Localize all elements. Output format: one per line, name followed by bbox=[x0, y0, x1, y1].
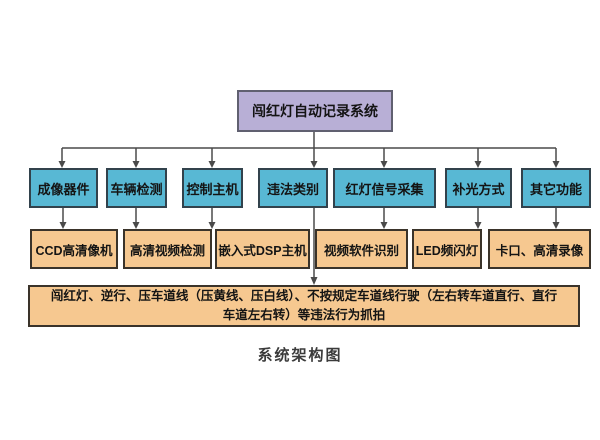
arrows-to-details bbox=[59, 208, 560, 229]
node-category-vehicle-detection: 车辆检测 bbox=[106, 168, 167, 208]
root-stem-line bbox=[62, 132, 556, 149]
node-root-system: 闯红灯自动记录系统 bbox=[237, 90, 393, 132]
node-category-fill-light: 补光方式 bbox=[445, 168, 512, 208]
violation-note-line1: 闯红灯、逆行、压车道线（压黄线、压白线）、不按规定车道线行驶（左右转车道直行、直… bbox=[50, 289, 558, 304]
node-detail-hd-video-detection: 高清视频检测 bbox=[123, 229, 212, 269]
node-detail-checkpoint-hd-recording: 卡口、高清录像 bbox=[488, 229, 591, 269]
node-category-violation-type: 违法类别 bbox=[258, 168, 328, 208]
node-category-control-host: 控制主机 bbox=[182, 168, 243, 208]
node-detail-video-software-recognition: 视频软件识别 bbox=[315, 229, 408, 269]
node-category-imaging-device: 成像器件 bbox=[29, 168, 98, 208]
node-detail-embedded-dsp-host: 嵌入式DSP主机 bbox=[215, 229, 310, 269]
arrows-to-categories bbox=[58, 148, 560, 168]
diagram-caption: 系统架构图 bbox=[257, 347, 343, 364]
node-violation-behaviors-note: 闯红灯、逆行、压车道线（压黄线、压白线）、不按规定车道线行驶（左右转车道直行、直… bbox=[28, 285, 580, 327]
node-category-other-functions: 其它功能 bbox=[521, 168, 591, 208]
node-category-red-light-signal: 红灯信号采集 bbox=[333, 168, 436, 208]
node-detail-led-strobe-light: LED频闪灯 bbox=[412, 229, 482, 269]
node-detail-ccd-camera: CCD高清像机 bbox=[30, 229, 118, 269]
violation-note-line2: 车道左右转）等违法行为抓拍 bbox=[222, 308, 386, 322]
